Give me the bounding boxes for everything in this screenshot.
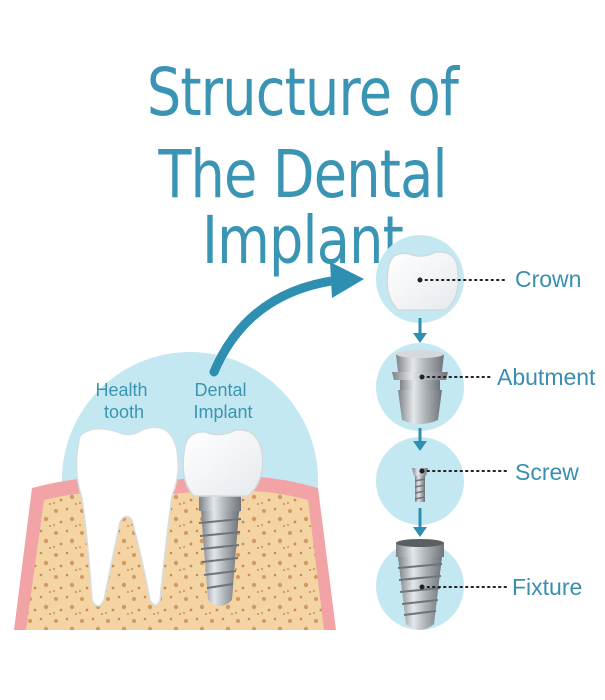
title-line-1: Structure of bbox=[146, 54, 459, 131]
leader-dots bbox=[417, 277, 425, 590]
fixture-label: Fixture bbox=[512, 574, 582, 600]
dental-implant-label-line1: Dental bbox=[194, 380, 246, 400]
screw-label: Screw bbox=[515, 459, 579, 485]
implant-illustration bbox=[182, 429, 264, 606]
title-line-2: The Dental Implant bbox=[158, 136, 447, 279]
gum-bone-section bbox=[14, 475, 336, 630]
crown-component bbox=[386, 251, 459, 311]
dental-implant-label: Dental Implant bbox=[193, 380, 252, 422]
abutment-label: Abutment bbox=[497, 364, 596, 390]
dental-implant-label-line2: Implant bbox=[193, 402, 252, 422]
health-tooth-label: Health tooth bbox=[95, 380, 152, 422]
health-tooth-label-line1: Health bbox=[95, 380, 147, 400]
flow-arrows bbox=[413, 318, 427, 537]
fixture-component bbox=[396, 539, 444, 630]
healthy-tooth bbox=[75, 426, 179, 607]
leader-lines bbox=[419, 279, 509, 588]
curved-arrow bbox=[209, 262, 364, 377]
crown-label: Crown bbox=[515, 266, 581, 292]
health-tooth-label-line2: tooth bbox=[104, 402, 144, 422]
